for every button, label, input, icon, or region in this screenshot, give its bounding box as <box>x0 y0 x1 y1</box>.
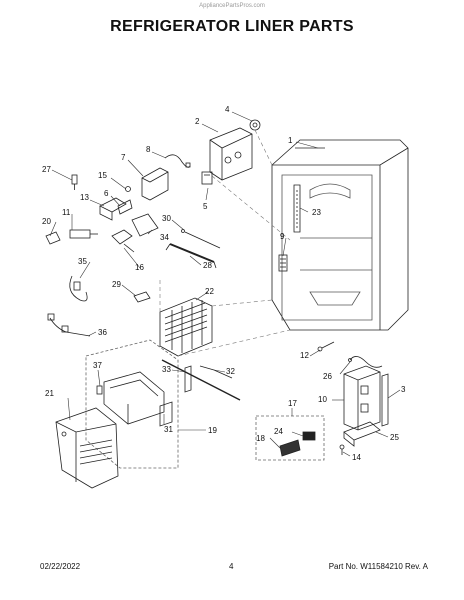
part-8-wire-harness <box>164 154 191 168</box>
part-29-pad <box>133 291 151 303</box>
page-title: REFRIGERATOR LINER PARTS <box>110 18 354 35</box>
watermark-text: AppliancePartsPros.com <box>199 3 265 9</box>
callout-31: 31 <box>164 425 173 434</box>
callout-10: 10 <box>318 395 327 404</box>
part-17-kit-box <box>255 415 325 461</box>
callout-19: 19 <box>208 426 217 435</box>
part-23-light-strip <box>293 184 301 233</box>
callout-11: 11 <box>62 208 71 217</box>
callout-36: 36 <box>98 328 107 337</box>
part-2-control-housing <box>209 127 253 181</box>
callout-29: 29 <box>112 280 121 289</box>
part-3-rail <box>381 373 389 427</box>
part-7-cover <box>141 167 169 201</box>
callout-labels: 1 2 3 4 5 6 7 8 9 10 11 12 13 14 15 16 1… <box>42 105 406 462</box>
callout-16: 16 <box>135 263 144 272</box>
part-20-lamp <box>45 231 61 245</box>
part-16-thermistor <box>111 229 135 253</box>
part-32-heater-element <box>161 359 241 401</box>
part-10-panel <box>343 365 381 431</box>
part-24-tape <box>302 431 316 441</box>
callout-25: 25 <box>390 433 399 442</box>
callout-6: 6 <box>104 189 109 198</box>
part-15-screw <box>125 186 131 192</box>
footer-page-number: 4 <box>229 562 234 571</box>
part-12-screw <box>317 341 335 352</box>
callout-22: 22 <box>205 287 214 296</box>
part-13-housing <box>99 197 127 221</box>
part-21-lower-panel <box>55 407 119 489</box>
part-19-drain-assembly <box>85 339 179 469</box>
callout-2: 2 <box>195 117 200 126</box>
part-36-harness <box>47 313 91 337</box>
callout-12: 12 <box>300 351 309 360</box>
part-6-bracket <box>117 199 133 215</box>
callout-7: 7 <box>121 153 126 162</box>
callout-9: 9 <box>280 232 285 241</box>
callout-8: 8 <box>146 145 151 154</box>
part-35-harness <box>69 275 88 302</box>
callout-35: 35 <box>78 257 87 266</box>
part-18-pad <box>279 439 301 457</box>
part-25-bracket <box>343 421 381 447</box>
part-1-liner <box>271 139 409 331</box>
callout-21: 21 <box>45 389 54 398</box>
callout-20: 20 <box>42 217 51 226</box>
callout-13: 13 <box>80 193 89 202</box>
part-5-connector <box>201 171 213 185</box>
callout-24: 24 <box>274 427 283 436</box>
footer-date: 02/22/2022 <box>40 562 81 571</box>
part-37-screw <box>96 385 103 395</box>
footer-part-number: Part No. W11584210 Rev. A <box>328 562 428 571</box>
callout-3: 3 <box>401 385 406 394</box>
callout-14: 14 <box>352 453 361 462</box>
callout-17: 17 <box>288 399 297 408</box>
callout-18: 18 <box>256 434 265 443</box>
callout-28: 28 <box>203 261 212 270</box>
callout-27: 27 <box>42 165 51 174</box>
callout-23: 23 <box>312 208 321 217</box>
part-27-grommet <box>71 174 78 190</box>
part-14-screw <box>339 444 345 455</box>
part-22-evaporator <box>159 297 213 357</box>
callout-30: 30 <box>162 214 171 223</box>
callout-4: 4 <box>225 105 230 114</box>
callout-34: 34 <box>160 233 169 242</box>
part-26-wire <box>348 356 383 368</box>
part-9-vent <box>278 254 288 272</box>
part-30-wire <box>181 229 221 249</box>
callout-26: 26 <box>323 372 332 381</box>
callout-1: 1 <box>288 136 293 145</box>
callout-5: 5 <box>203 202 208 211</box>
part-33-heater <box>184 365 192 393</box>
part-34-cover <box>131 213 159 237</box>
callout-32: 32 <box>226 367 235 376</box>
part-28-tube <box>165 243 217 269</box>
part-11-sensor <box>69 229 98 239</box>
callout-15: 15 <box>98 171 107 180</box>
callout-37: 37 <box>93 361 102 370</box>
part-4-knob <box>249 119 261 131</box>
callout-33: 33 <box>162 365 171 374</box>
